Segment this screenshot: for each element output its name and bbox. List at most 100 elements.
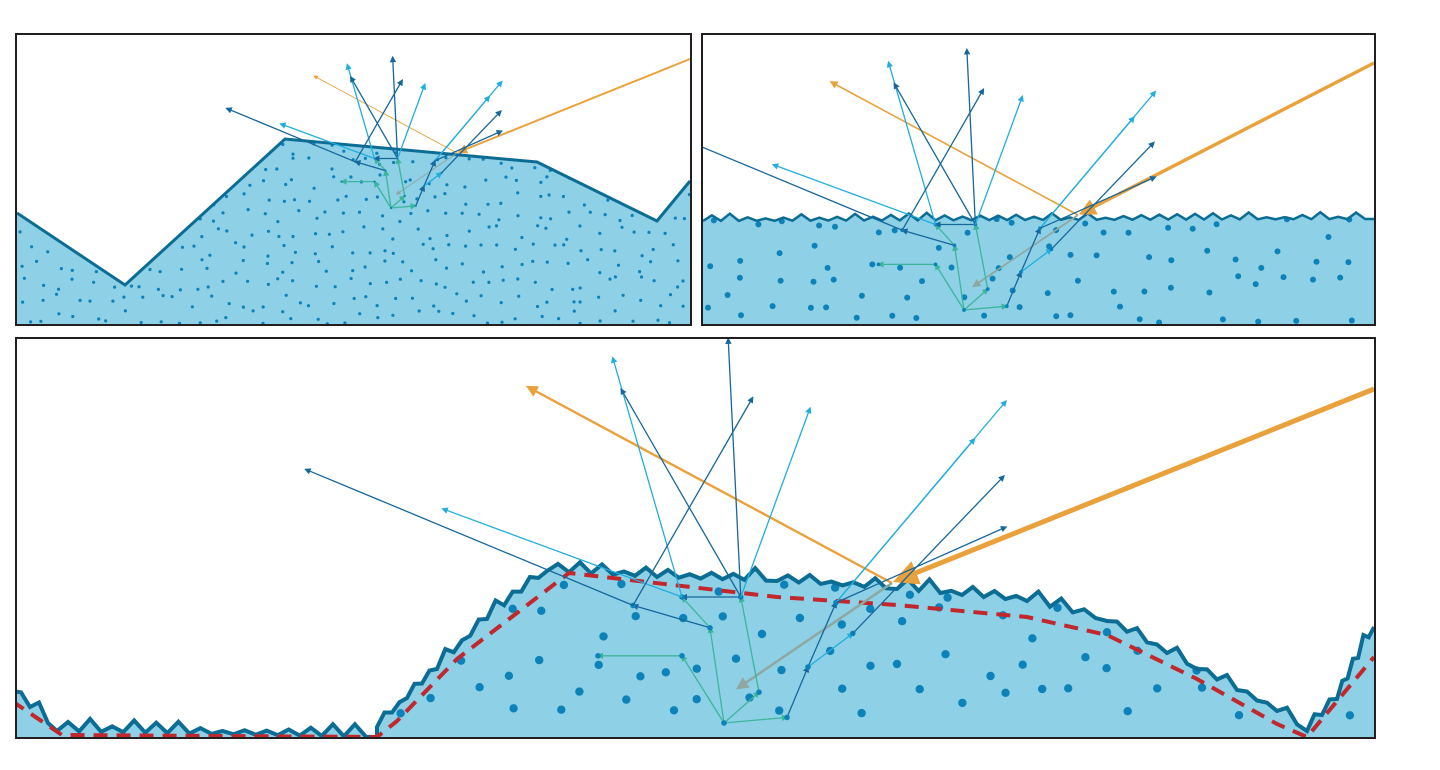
- diffuse-reflection-arrow: [441, 109, 502, 174]
- scatter-particle-dot: [745, 693, 754, 702]
- scatter-particle-dot: [30, 245, 34, 249]
- surface-outline: [703, 210, 1374, 223]
- scatter-particle-dot: [597, 295, 601, 299]
- scatter-particle-dot: [567, 210, 571, 214]
- scatter-particle-dot: [409, 269, 414, 273]
- scatter-particle-dot: [364, 295, 368, 299]
- subsurface-scatter-arrow: [415, 184, 426, 207]
- scatter-particle-dot: [410, 296, 414, 300]
- scatter-particle-dot: [434, 258, 438, 262]
- scatter-particle-dot: [559, 580, 569, 590]
- scatter-particle-dot: [394, 296, 398, 301]
- scatter-particle-dot: [200, 235, 204, 239]
- scatter-particle-dot: [486, 202, 490, 206]
- scatter-particle-dot: [1016, 304, 1023, 311]
- scatter-particle-dot: [537, 606, 546, 615]
- scatter-particle-dot: [122, 295, 126, 299]
- diffuse-reflection-arrow: [963, 47, 977, 225]
- scatter-particle-dot: [265, 261, 269, 266]
- subsurface-scatter-arrow: [383, 169, 392, 209]
- scatter-particle-dot: [509, 704, 518, 713]
- scatter-particle-dot: [316, 317, 320, 321]
- scatter-particle-dot: [261, 179, 266, 183]
- scatter-particle-dot: [1008, 219, 1015, 226]
- scatter-particle-dot: [824, 264, 831, 271]
- scatter-particle-dot: [807, 304, 814, 311]
- scatter-particle-dot: [769, 303, 776, 310]
- scatter-particle-dot: [392, 160, 396, 165]
- scatter-particle-dot: [363, 156, 367, 160]
- scatter-particle-dot: [227, 302, 231, 306]
- scatter-particle-dot: [242, 192, 246, 196]
- subsurface-scatter-arrow: [423, 159, 436, 187]
- scatter-particle-dot: [1258, 264, 1265, 271]
- scatter-particle-dot: [479, 294, 483, 298]
- scatter-particle-dot: [380, 214, 385, 218]
- scatter-particle-dot: [632, 230, 636, 234]
- subsurface-scatter-arrow: [786, 665, 809, 718]
- scatter-particle-dot: [544, 226, 548, 230]
- diffuse-reflection-arrow: [279, 122, 375, 160]
- scatter-particle-dot: [557, 317, 561, 321]
- scatter-particle-dot: [21, 300, 25, 304]
- subsurface-scatter-arrow: [1020, 227, 1041, 273]
- scatter-particle-dot: [578, 286, 582, 290]
- refracted-ray-arrow: [735, 581, 893, 690]
- diffuse-reflection-arrow: [725, 339, 742, 598]
- scatter-particle-dot: [342, 149, 346, 153]
- scatter-particle-dot: [1053, 313, 1060, 320]
- diffuse-reflection-arrow: [620, 387, 742, 598]
- scatter-particle-dot: [484, 178, 488, 182]
- scatter-particle-dot: [396, 709, 405, 718]
- scatter-particle-dot: [444, 211, 448, 215]
- scatter-particle-dot: [531, 242, 535, 246]
- scatter-particle-dot: [736, 274, 743, 281]
- scatter-particle-dot: [964, 229, 971, 236]
- scatter-particle-dot: [59, 267, 64, 271]
- scatter-particle-dot: [659, 304, 663, 308]
- scatter-event-dot: [389, 206, 393, 210]
- scatter-particle-dot: [192, 244, 196, 248]
- scatter-particle-dot: [398, 219, 402, 224]
- scatter-particle-dot: [156, 287, 160, 291]
- scatter-particle-dot: [565, 237, 569, 241]
- scatter-particle-dot: [481, 270, 486, 274]
- scatter-particle-dot: [714, 587, 723, 596]
- scatter-particle-dot: [904, 294, 911, 301]
- scatter-particle-dot: [1206, 289, 1213, 296]
- scatter-particle-dot: [349, 175, 353, 179]
- scatter-particle-dot: [621, 293, 625, 297]
- scatter-particle-dot: [221, 211, 225, 215]
- scatter-particle-dot: [381, 227, 385, 231]
- scatter-particle-dot: [823, 304, 830, 311]
- material-body: [17, 562, 1374, 737]
- scatter-particle-dot: [434, 282, 438, 286]
- scatter-particle-dot: [327, 232, 331, 236]
- scatter-particle-dot: [539, 216, 543, 220]
- scatter-particle-dot: [104, 319, 108, 323]
- scatter-particle-dot: [875, 229, 882, 236]
- scatter-particle-dot: [913, 315, 920, 321]
- scatter-particle-dot: [444, 266, 449, 270]
- scatter-particle-dot: [409, 211, 413, 216]
- scatter-particle-dot: [1110, 288, 1117, 295]
- scatter-particle-dot: [290, 261, 294, 265]
- specular-reflection-arrow: [525, 385, 893, 585]
- scatter-particle-dot: [495, 243, 499, 247]
- diffuse-reflection-arrow: [434, 80, 503, 162]
- scatter-particle-dot: [520, 262, 524, 267]
- scatter-particle-dot: [289, 317, 293, 321]
- scatter-event-dot: [805, 664, 811, 670]
- scatter-particle-dot: [224, 194, 229, 199]
- subsurface-scatter-arrow: [390, 203, 418, 210]
- scatter-particle-dot: [284, 293, 288, 297]
- scatter-particle-dot: [638, 270, 642, 274]
- scatter-particle-dot: [617, 579, 626, 589]
- scatter-particle-dot: [986, 671, 995, 681]
- scatter-particle-dot: [651, 247, 655, 252]
- scatter-particle-dot: [1252, 281, 1259, 288]
- scatter-particle-dot: [539, 194, 543, 198]
- subsurface-scatter-arrow: [423, 172, 443, 187]
- scatter-particle-dot: [737, 257, 744, 264]
- scatter-particle-dot: [504, 671, 514, 680]
